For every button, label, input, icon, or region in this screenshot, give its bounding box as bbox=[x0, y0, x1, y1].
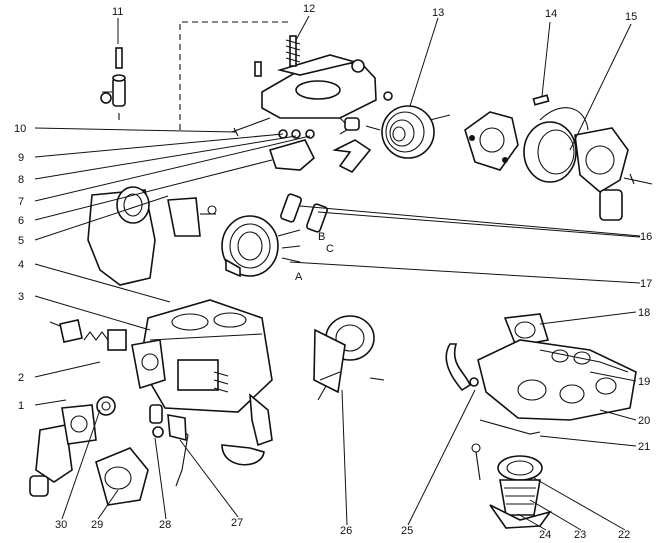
label-1: 1 bbox=[18, 400, 24, 412]
label-24: 24 bbox=[539, 529, 551, 541]
part-17-diaphragm-unit bbox=[221, 215, 301, 278]
part-5-throttle-bracket bbox=[87, 186, 217, 286]
part-12-top-cover bbox=[254, 35, 393, 135]
label-b: B bbox=[318, 231, 325, 243]
label-3: 3 bbox=[18, 291, 24, 303]
label-7: 7 bbox=[18, 196, 24, 208]
label-16: 16 bbox=[640, 231, 652, 243]
label-2: 2 bbox=[18, 372, 24, 384]
label-13: 13 bbox=[432, 7, 444, 19]
label-26: 26 bbox=[340, 525, 352, 537]
pump-housing-plate bbox=[464, 111, 519, 171]
part-16-switches bbox=[280, 193, 328, 233]
part-1-thermostat-housing bbox=[29, 404, 97, 497]
label-c: C bbox=[326, 243, 334, 255]
part-26-diaphragm bbox=[313, 315, 385, 401]
label-19: 19 bbox=[638, 376, 650, 388]
label-12: 12 bbox=[303, 3, 315, 15]
parts-22-24-thermostat-element bbox=[471, 443, 552, 529]
parts-27-28-linkage bbox=[149, 404, 189, 487]
label-10: 10 bbox=[14, 123, 26, 135]
part-3-carburetor-body bbox=[139, 299, 273, 466]
label-21: 21 bbox=[638, 441, 650, 453]
label-23: 23 bbox=[574, 529, 586, 541]
part-11-screw-assembly bbox=[100, 47, 126, 120]
label-4: 4 bbox=[18, 259, 24, 271]
parts-18-21-intake-manifold bbox=[445, 313, 637, 435]
part-number-labels: 11 12 13 14 15 10 9 8 7 6 5 4 3 2 1 16 1… bbox=[14, 3, 652, 541]
label-18: 18 bbox=[638, 307, 650, 319]
parts-14-15-heater-assembly bbox=[523, 94, 653, 221]
parts-7-8-9-small-fittings bbox=[268, 129, 315, 171]
part-13-vacuum-diaphragm bbox=[365, 105, 451, 159]
label-22: 22 bbox=[618, 529, 630, 541]
label-20: 20 bbox=[638, 415, 650, 427]
part-2-flange-and-spring bbox=[49, 319, 166, 390]
label-28: 28 bbox=[159, 519, 171, 531]
label-17: 17 bbox=[640, 278, 652, 290]
label-14: 14 bbox=[545, 8, 557, 20]
part-10-pin bbox=[231, 117, 271, 137]
label-5: 5 bbox=[18, 235, 24, 247]
label-30: 30 bbox=[55, 519, 67, 531]
label-8: 8 bbox=[18, 174, 24, 186]
part-29-coolant-elbow bbox=[95, 447, 149, 506]
label-25: 25 bbox=[401, 525, 413, 537]
vacuum-hose bbox=[332, 139, 372, 174]
part-30-seal bbox=[96, 396, 116, 416]
leader-lines bbox=[34, 15, 641, 531]
label-27: 27 bbox=[231, 517, 243, 529]
label-11: 11 bbox=[112, 6, 123, 18]
label-15: 15 bbox=[625, 11, 637, 23]
label-29: 29 bbox=[91, 519, 103, 531]
dashed-guide-line bbox=[179, 21, 290, 130]
label-9: 9 bbox=[18, 152, 24, 164]
label-a: A bbox=[295, 271, 303, 283]
label-6: 6 bbox=[18, 215, 24, 227]
